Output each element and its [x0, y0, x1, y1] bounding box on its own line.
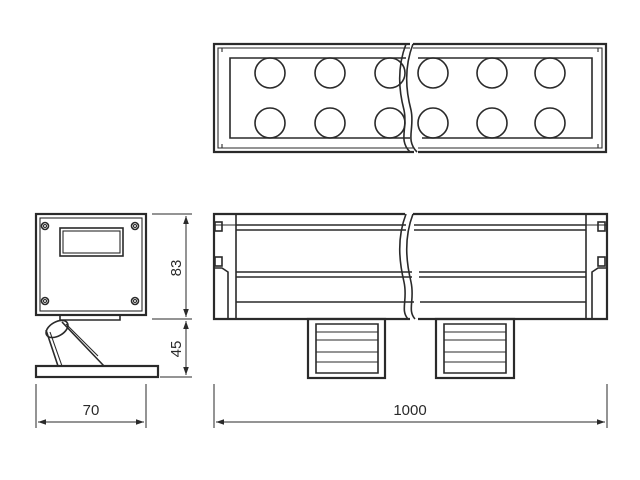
led-lens	[534, 107, 566, 139]
top-view	[212, 42, 608, 154]
top-view-left-half	[212, 42, 414, 154]
led-lens	[476, 57, 508, 89]
side-view	[34, 212, 160, 379]
bracket-base	[34, 364, 160, 379]
led-lens	[534, 57, 566, 89]
dimension-length-total: 1000	[213, 384, 608, 428]
label-plate	[59, 227, 124, 257]
led-lens	[254, 107, 286, 139]
led-lens	[374, 107, 406, 139]
break-line-front-view-2	[405, 213, 416, 320]
led-lens	[374, 57, 406, 89]
dimension-label-70: 70	[83, 402, 100, 419]
side-view-bracket	[34, 319, 160, 379]
front-mount-right	[434, 317, 516, 380]
dimension-label-1000: 1000	[393, 402, 426, 419]
dimension-label-45: 45	[168, 341, 185, 358]
led-lens	[314, 57, 346, 89]
led-lens	[417, 57, 449, 89]
led-lens	[417, 107, 449, 139]
top-view-right-half	[413, 42, 608, 154]
break-line-top-view-2	[405, 43, 418, 153]
led-lenses	[254, 57, 566, 139]
side-view-body	[34, 212, 148, 317]
led-lens	[476, 107, 508, 139]
side-view-screws	[40, 221, 140, 306]
dimension-height-bracket: 45	[160, 321, 192, 378]
front-mount-left	[306, 317, 387, 380]
led-lens	[314, 107, 346, 139]
led-lens	[254, 57, 286, 89]
front-view-right-half	[413, 212, 609, 321]
front-view	[212, 212, 609, 380]
break-line-top-view	[398, 43, 411, 153]
dimension-label-83: 83	[168, 260, 185, 277]
front-view-left-half	[212, 212, 414, 321]
dimension-width-side: 70	[35, 384, 147, 428]
dimension-height-body: 83	[152, 213, 192, 320]
break-line-front-view	[398, 213, 409, 320]
